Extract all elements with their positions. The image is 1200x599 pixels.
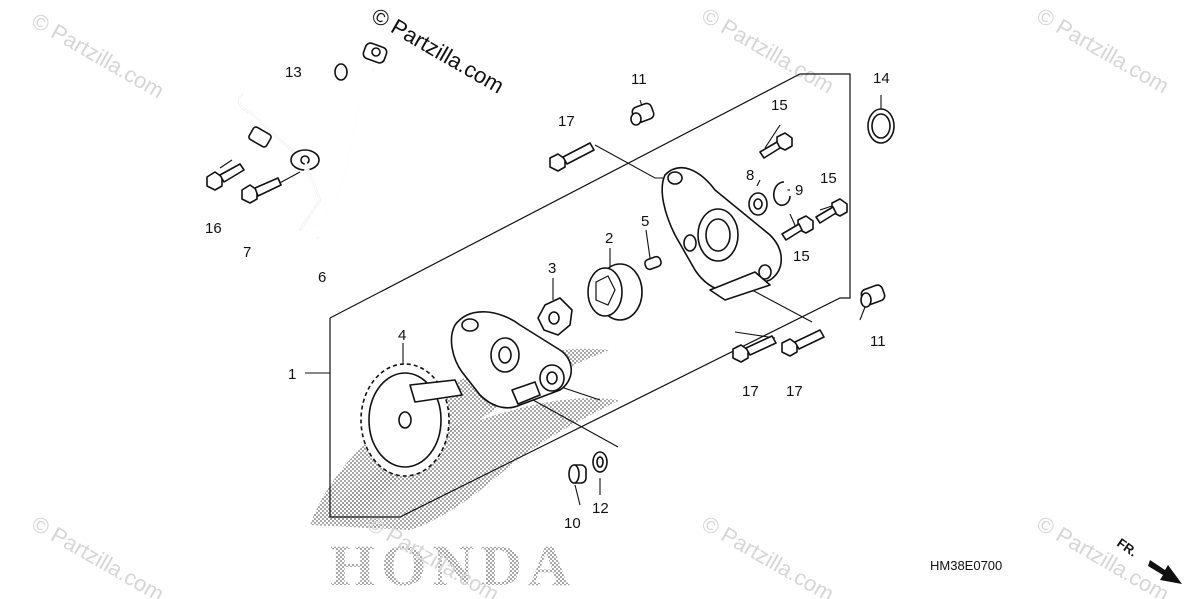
callout-12: 12	[592, 500, 609, 517]
callout-17-top: 17	[558, 113, 575, 130]
sleeve-part-11-right	[860, 284, 886, 308]
callout-4: 4	[398, 327, 406, 344]
collar-part-10	[568, 464, 587, 484]
front-arrow-icon	[1148, 560, 1182, 584]
callout-15-top: 15	[771, 97, 788, 114]
circlip-part-9	[772, 181, 791, 207]
watermark-text: © Partzilla.com	[698, 3, 839, 99]
callout-9: 9	[795, 182, 803, 199]
sprocket-part	[360, 363, 463, 477]
callout-1: 1	[288, 366, 296, 383]
callout-13: 13	[285, 64, 302, 81]
bolt-part-7	[241, 177, 282, 204]
watermark-text: © Partzilla.com	[698, 511, 839, 599]
callout-2: 2	[605, 230, 613, 247]
callout-8: 8	[746, 167, 754, 184]
callout-14: 14	[873, 70, 890, 87]
callout-labels: 1 2 3 4 5 6 7 8 9 10 11 11 12 13 14 15 1…	[205, 64, 890, 532]
callout-11-right: 11	[870, 333, 886, 350]
callout-5: 5	[641, 213, 649, 230]
callout-15-low: 15	[793, 248, 810, 265]
callout-15-mid: 15	[820, 170, 837, 187]
inner-rotor-part	[537, 297, 573, 336]
callout-17-right: 17	[786, 383, 803, 400]
bolt-part-17-top	[549, 142, 595, 172]
pump-body-left	[450, 311, 573, 409]
honda-logo-text: HONDA	[330, 533, 576, 598]
outer-rotor-part	[587, 263, 643, 321]
washer-part-13	[334, 63, 348, 81]
bolt-part-17-right	[781, 329, 825, 357]
watermark-text: © Partzilla.com	[1033, 511, 1174, 599]
callout-17-left: 17	[742, 383, 759, 400]
callout-6: 6	[318, 269, 326, 286]
callout-3: 3	[548, 260, 556, 277]
callout-10: 10	[564, 515, 581, 532]
dowel-pin-part	[644, 255, 662, 271]
bolt-part-16	[206, 163, 245, 191]
pump-body-right	[661, 166, 783, 301]
bolt-part-17-left	[732, 335, 777, 363]
callout-11-top: 11	[631, 71, 647, 88]
watermark-text: © Partzilla.com	[1033, 3, 1174, 99]
callout-16: 16	[205, 220, 222, 237]
diagram-code: HM38E0700	[930, 558, 1002, 573]
bolt-part-15-top	[759, 132, 793, 159]
bolt-part-15-mid	[815, 198, 848, 224]
bolt-part-15-low	[781, 215, 814, 241]
assembly-frame	[329, 73, 851, 518]
washer-part-8	[748, 192, 768, 216]
o-ring-part	[867, 108, 895, 144]
watermark-text: © Partzilla.com	[28, 8, 169, 104]
oil-pipe-part	[238, 42, 388, 242]
callout-7: 7	[243, 244, 251, 261]
watermark-main: © Partzilla.com	[368, 3, 509, 99]
sleeve-part-11-top	[630, 102, 655, 126]
seal-part-12	[592, 451, 608, 473]
watermark-text: © Partzilla.com	[28, 511, 169, 599]
